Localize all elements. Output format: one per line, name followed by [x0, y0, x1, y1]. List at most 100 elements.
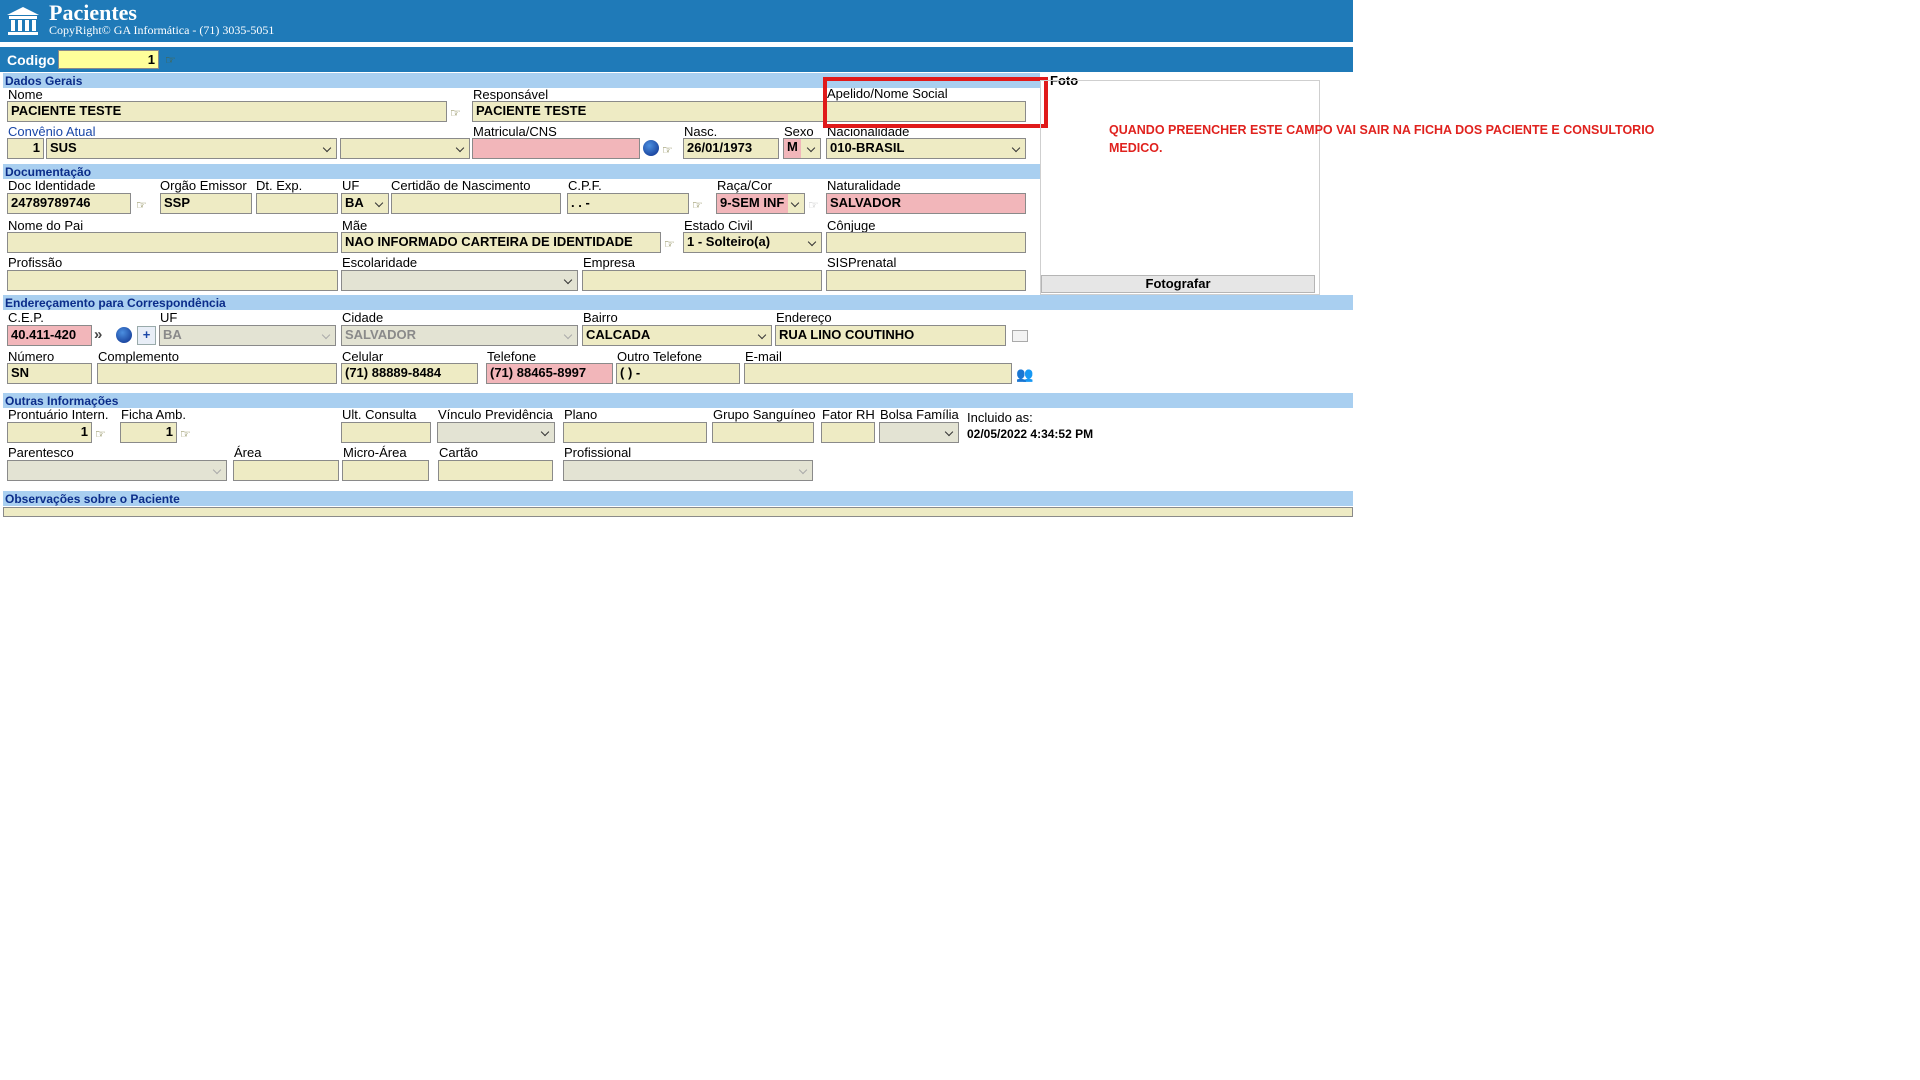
doc-label: Doc Identidade — [8, 178, 96, 193]
convenio-plano-select[interactable] — [340, 138, 470, 159]
parentesco-label: Parentesco — [8, 445, 74, 460]
ficha-field[interactable]: 1 — [120, 422, 177, 443]
chevron-down-icon[interactable] — [1009, 139, 1025, 158]
globe-icon[interactable] — [643, 140, 659, 156]
profissao-field[interactable] — [7, 270, 338, 291]
hand-pointer-icon[interactable]: ☞ — [165, 53, 176, 67]
arrow-right-icon[interactable]: » — [94, 326, 103, 343]
chevron-down-icon[interactable] — [788, 194, 804, 213]
hand-pointer-icon[interactable]: ☞ — [450, 106, 461, 120]
nacionalidade-select[interactable]: 010-BRASIL — [826, 138, 1026, 159]
codigo-label: Codigo — [7, 52, 56, 68]
sexo-select[interactable]: M — [783, 138, 821, 159]
vinculo-select[interactable] — [437, 422, 555, 443]
complemento-field[interactable] — [97, 363, 337, 384]
observacoes-textarea[interactable] — [3, 507, 1353, 517]
cidade-select[interactable]: SALVADOR — [341, 325, 578, 346]
hand-pointer-icon[interactable]: ☞ — [662, 143, 673, 157]
numero-label: Número — [8, 349, 55, 364]
chevron-down-icon[interactable] — [319, 326, 335, 345]
hand-pointer-icon[interactable]: ☞ — [664, 237, 675, 251]
raca-select[interactable]: 9-SEM INF — [716, 193, 805, 214]
app-header — [0, 0, 1353, 42]
matricula-field[interactable] — [472, 138, 640, 159]
orgao-label: Orgão Emissor — [160, 178, 247, 193]
doc-field[interactable]: 24789789746 — [7, 193, 131, 214]
plano-field[interactable] — [563, 422, 707, 443]
naturalidade-field[interactable]: SALVADOR — [826, 193, 1026, 214]
hand-pointer-icon[interactable]: ☞ — [808, 198, 819, 212]
estado-civil-select[interactable]: 1 - Solteiro(a) — [683, 232, 822, 253]
plano-label: Plano — [564, 407, 598, 422]
folder-icon[interactable] — [1012, 330, 1028, 342]
apelido-label: Apelido/Nome Social — [827, 86, 948, 101]
complemento-label: Complemento — [98, 349, 179, 364]
bairro-select[interactable]: CALCADA — [582, 325, 772, 346]
cidade-label: Cidade — [342, 310, 384, 325]
convenio-code-field[interactable]: 1 — [7, 138, 44, 159]
numero-field[interactable]: SN — [7, 363, 92, 384]
hand-pointer-icon[interactable]: ☞ — [180, 427, 191, 441]
area-field[interactable] — [233, 460, 339, 481]
escolaridade-select[interactable] — [341, 270, 578, 291]
grupo-field[interactable] — [712, 422, 814, 443]
email-field[interactable] — [744, 363, 1012, 384]
empresa-field[interactable] — [582, 270, 822, 291]
celular-field[interactable]: (71) 88889-8484 — [341, 363, 478, 384]
naturalidade-label: Naturalidade — [827, 178, 901, 193]
dtexp-field[interactable] — [256, 193, 338, 214]
uf-end-select[interactable]: BA — [159, 325, 336, 346]
chevron-down-icon[interactable] — [804, 139, 820, 158]
chevron-down-icon[interactable] — [210, 461, 226, 480]
prontuario-field[interactable]: 1 — [7, 422, 92, 443]
nasc-field[interactable]: 26/01/1973 — [683, 138, 779, 159]
nome-label: Nome — [8, 87, 43, 102]
certidao-field[interactable] — [391, 193, 561, 214]
hand-pointer-icon[interactable]: ☞ — [692, 198, 703, 212]
ult-consulta-label: Ult. Consulta — [342, 407, 417, 422]
chevron-down-icon[interactable] — [372, 194, 388, 213]
endereco-field[interactable]: RUA LINO COUTINHO — [775, 325, 1006, 346]
convenio-select[interactable]: SUS — [46, 138, 337, 159]
pai-field[interactable] — [7, 232, 338, 253]
chevron-down-icon[interactable] — [942, 423, 958, 442]
hand-pointer-icon[interactable]: ☞ — [95, 427, 106, 441]
hand-pointer-icon[interactable]: ☞ — [136, 198, 147, 212]
chevron-down-icon[interactable] — [538, 423, 554, 442]
chevron-down-icon[interactable] — [805, 233, 821, 252]
chevron-down-icon[interactable] — [755, 326, 771, 345]
microarea-field[interactable] — [342, 460, 429, 481]
plus-icon[interactable]: + — [137, 326, 156, 345]
profissional-select[interactable] — [563, 460, 813, 481]
fotografar-button[interactable]: Fotografar — [1041, 275, 1315, 293]
globe-icon[interactable] — [116, 327, 132, 343]
cpf-field[interactable]: . . - — [567, 193, 689, 214]
chevron-down-icon[interactable] — [453, 139, 469, 158]
chevron-down-icon[interactable] — [320, 139, 336, 158]
bairro-value: CALCADA — [586, 327, 651, 342]
chevron-down-icon[interactable] — [561, 271, 577, 290]
mae-field[interactable]: NAO INFORMADO CARTEIRA DE IDENTIDADE — [341, 232, 661, 253]
orgao-field[interactable]: SSP — [160, 193, 252, 214]
people-icon[interactable]: 👥 — [1016, 366, 1034, 382]
foto-frame — [1040, 80, 1320, 295]
nome-field[interactable]: PACIENTE TESTE — [7, 101, 447, 122]
conjuge-field[interactable] — [826, 232, 1026, 253]
telefone-field[interactable]: (71) 88465-8997 — [486, 363, 613, 384]
cartao-field[interactable] — [438, 460, 553, 481]
responsavel-field[interactable]: PACIENTE TESTE — [472, 101, 827, 122]
codigo-input[interactable]: 1 — [58, 50, 159, 69]
parentesco-select[interactable] — [7, 460, 227, 481]
chevron-down-icon[interactable] — [561, 326, 577, 345]
cpf-label: C.P.F. — [568, 178, 602, 193]
sisprenatal-field[interactable] — [826, 270, 1026, 291]
uf-select[interactable]: BA — [341, 193, 389, 214]
cep-field[interactable]: 40.411-420 — [7, 325, 92, 346]
bolsa-select[interactable] — [879, 422, 959, 443]
section-title: Outras Informações — [5, 394, 119, 408]
outro-tel-field[interactable]: ( ) - — [616, 363, 740, 384]
code-bar — [0, 47, 1353, 72]
ult-consulta-field[interactable] — [341, 422, 431, 443]
fator-field[interactable] — [821, 422, 875, 443]
chevron-down-icon[interactable] — [796, 461, 812, 480]
